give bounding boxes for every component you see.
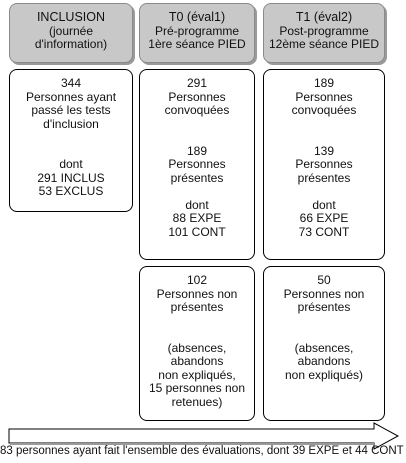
t1-presence-line-11: 66 EXPE — [299, 211, 349, 225]
t0-absence-box: 102 Personnes non présentes (absences, a… — [139, 266, 255, 421]
t0-absence-line-2: Personnes non — [156, 286, 238, 301]
header-inclusion: INCLUSION (journée d'information) — [9, 3, 133, 63]
inclusion-line-7: dont — [59, 157, 83, 171]
footer-summary: 83 personnes ayant fait l'ensemble des é… — [0, 445, 404, 457]
inclusion-line-8: 291 INCLUS — [37, 170, 105, 185]
t1-presence-line-10: dont — [312, 197, 336, 212]
t1-absence-line-2: Personnes non — [283, 286, 365, 301]
t1-presence-line-8: présentes — [297, 170, 351, 185]
t1-absence-line-6: (absences, — [294, 340, 354, 355]
t1-absence-line-1: 50 — [317, 273, 331, 287]
t1-presence-line-1: 189 — [313, 76, 335, 90]
t0-presence-line-7: Personnes — [168, 157, 226, 171]
t0-presence-line-12: 101 CONT — [168, 224, 226, 239]
t1-absence-line-8: non expliqués) — [284, 367, 364, 382]
header-t1-line-1: T1 (éval2) — [295, 10, 353, 24]
t1-presence-line-2: Personnes — [295, 89, 353, 104]
header-t0-line-1: T0 (éval1) — [168, 10, 226, 24]
t0-presence-line-10: dont — [185, 197, 209, 212]
header-t0: T0 (éval1) Pré-programme 1ère séance PIE… — [139, 3, 255, 63]
t1-presence-line-12: 73 CONT — [298, 224, 350, 239]
t1-absence-line-7: abandons — [297, 354, 351, 368]
t0-presence-line-1: 291 — [186, 76, 208, 90]
t0-presence-line-11: 88 EXPE — [172, 211, 222, 225]
t1-presence-box: 189 Personnes convoquées 139 Personnes p… — [263, 69, 385, 260]
t0-absence-line-10: retenues) — [171, 394, 223, 409]
inclusion-line-3: passé les tests — [31, 103, 111, 117]
t0-absence-line-3: présentes — [170, 300, 224, 314]
timeline-arrow-shadow — [10, 443, 374, 445]
inclusion-line-9: 53 EXCLUS — [38, 184, 104, 198]
t0-presence-line-2: Personnes — [168, 89, 226, 104]
header-inclusion-line-1: INCLUSION — [36, 10, 106, 24]
t0-absence-line-8: non expliqués, — [158, 367, 236, 382]
t0-presence-line-3: convoquées — [164, 103, 230, 117]
t0-presence-line-8: présentes — [170, 170, 224, 185]
t0-absence-line-9: 15 personnes non — [148, 381, 246, 395]
header-t0-line-3: 1ère séance PIED — [148, 37, 246, 51]
t1-presence-line-7: Personnes — [295, 157, 353, 171]
t1-presence-line-6: 139 — [313, 143, 335, 158]
inclusion-line-1: 344 — [60, 76, 82, 90]
header-t1-line-3: 12ème séance PIED — [268, 37, 380, 51]
t0-absence-line-7: abandons — [170, 354, 224, 368]
t1-presence-line-3: convoquées — [291, 103, 357, 117]
t0-absence-line-6: (absences, — [167, 340, 227, 355]
inclusion-line-2: Personnes ayant — [25, 89, 117, 104]
header-t1: T1 (éval2) Post-programme 12ème séance P… — [263, 3, 385, 63]
t1-absence-box: 50 Personnes non présentes (absences, ab… — [263, 266, 385, 421]
header-inclusion-line-3: d'information) — [34, 37, 108, 51]
t0-presence-box: 291 Personnes convoquées 189 Personnes p… — [139, 69, 255, 260]
header-inclusion-line-2: (journée — [48, 23, 94, 38]
inclusion-box: 344 Personnes ayant passé les tests d'in… — [9, 69, 133, 212]
t0-presence-line-6: 189 — [186, 143, 208, 158]
t1-absence-line-3: présentes — [297, 300, 351, 314]
header-t1-line-2: Post-programme — [279, 23, 369, 38]
header-t0-line-2: Pré-programme — [154, 23, 240, 38]
t0-absence-line-1: 102 — [186, 273, 208, 287]
inclusion-line-4: d'inclusion — [43, 116, 99, 131]
